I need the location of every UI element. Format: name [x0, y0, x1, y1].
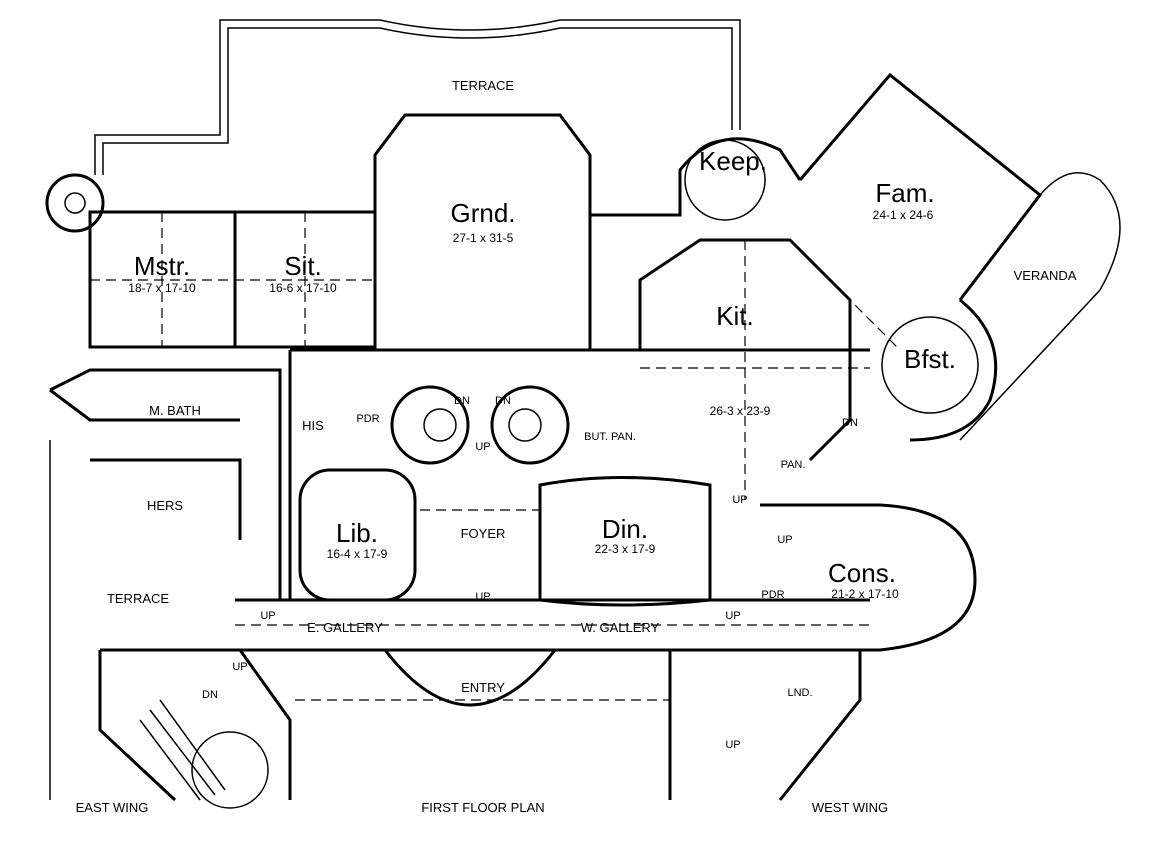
master-dim: 18-7 x 17-10 — [128, 281, 196, 295]
conservatory-dim: 21-2 x 17-10 — [831, 587, 899, 601]
spiral-stair — [45, 173, 105, 233]
breakfast-name: Bfst. — [904, 344, 956, 374]
stair-up-w-gallery: UP — [725, 610, 740, 622]
stair-dn-left: DN — [454, 395, 470, 407]
laundry-label: LND. — [787, 687, 812, 699]
stair-up-cons: UP — [777, 534, 792, 546]
dining-name: Din. — [602, 514, 648, 544]
e-gallery-label: E. GALLERY — [307, 620, 383, 635]
master-bath-label: M. BATH — [149, 403, 201, 418]
terrace-top-label: TERRACE — [452, 78, 514, 93]
stair-up-center: UP — [475, 441, 490, 453]
terrace-railing — [94, 19, 741, 175]
foyer-label: FOYER — [461, 526, 506, 541]
west-wing-label: WEST WING — [812, 800, 888, 815]
kitchen-name: Kit. — [716, 301, 754, 331]
grand-room-name: Grnd. — [450, 198, 515, 228]
stair-dn-right: DN — [495, 395, 511, 407]
grand-room-dim: 27-1 x 31-5 — [453, 231, 514, 245]
sitting-name: Sit. — [284, 251, 322, 281]
terrace-left-label: TERRACE — [107, 591, 169, 606]
stair-up-east-wing: UP — [232, 661, 247, 673]
ceiling-lines — [90, 212, 901, 701]
keep-name: Keep. — [699, 146, 767, 176]
stair-up-east-kitchen: UP — [732, 494, 747, 506]
sitting-dim: 16-6 x 17-10 — [269, 281, 337, 295]
stair-up-e-gallery: UP — [260, 610, 275, 622]
his-label: HIS — [302, 418, 324, 433]
stair-dn-kitchen: DN — [842, 417, 858, 429]
breakfast-tower — [881, 316, 979, 414]
keep-tower — [684, 139, 766, 221]
pdr-label: PDR — [356, 413, 379, 425]
east-wing-label: EAST WING — [76, 800, 149, 815]
walls — [49, 72, 1121, 802]
plan-title: FIRST FLOOR PLAN — [421, 800, 544, 815]
kitchen-dim: 26-3 x 23-9 — [710, 404, 771, 418]
conservatory-name: Cons. — [828, 558, 896, 588]
butler-pantry-label: BUT. PAN. — [584, 431, 636, 443]
pdr2-label: PDR — [761, 589, 784, 601]
library-dim: 16-4 x 17-9 — [327, 547, 388, 561]
veranda-label: VERANDA — [1014, 268, 1077, 283]
stair-up-west-wing: UP — [725, 739, 740, 751]
entry-label: ENTRY — [461, 680, 505, 695]
family-room-name: Fam. — [875, 178, 934, 208]
dining-dim: 22-3 x 17-9 — [595, 542, 656, 556]
master-name: Mstr. — [134, 251, 190, 281]
hers-label: HERS — [147, 498, 183, 513]
w-gallery-label: W. GALLERY — [581, 620, 660, 635]
library-name: Lib. — [336, 518, 378, 548]
east-wing-stair — [191, 731, 269, 809]
stair-dn-east-wing: DN — [202, 689, 218, 701]
family-room-dim: 24-1 x 24-6 — [873, 208, 934, 222]
pantry-label: PAN. — [781, 459, 806, 471]
grand-stair-right — [490, 385, 570, 465]
grand-stair-left — [390, 385, 470, 465]
stair-up-foyer: UP — [475, 591, 490, 603]
